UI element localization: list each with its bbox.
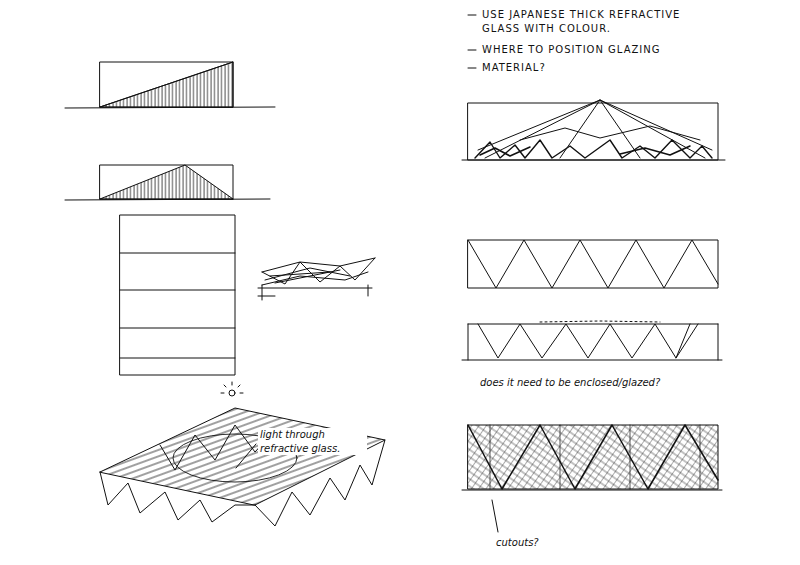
design-note: USE JAPANESE THICK REFRACTIVE GLASS WITH… xyxy=(482,8,702,35)
annotation: does it need to be enclosed/glazed? xyxy=(478,376,662,390)
design-note: MATERIAL? xyxy=(482,61,546,75)
annotation: cutouts? xyxy=(494,536,541,550)
annotation: light through refractive glass. xyxy=(258,428,367,455)
design-note: WHERE TO POSITION GLAZING xyxy=(482,43,661,57)
